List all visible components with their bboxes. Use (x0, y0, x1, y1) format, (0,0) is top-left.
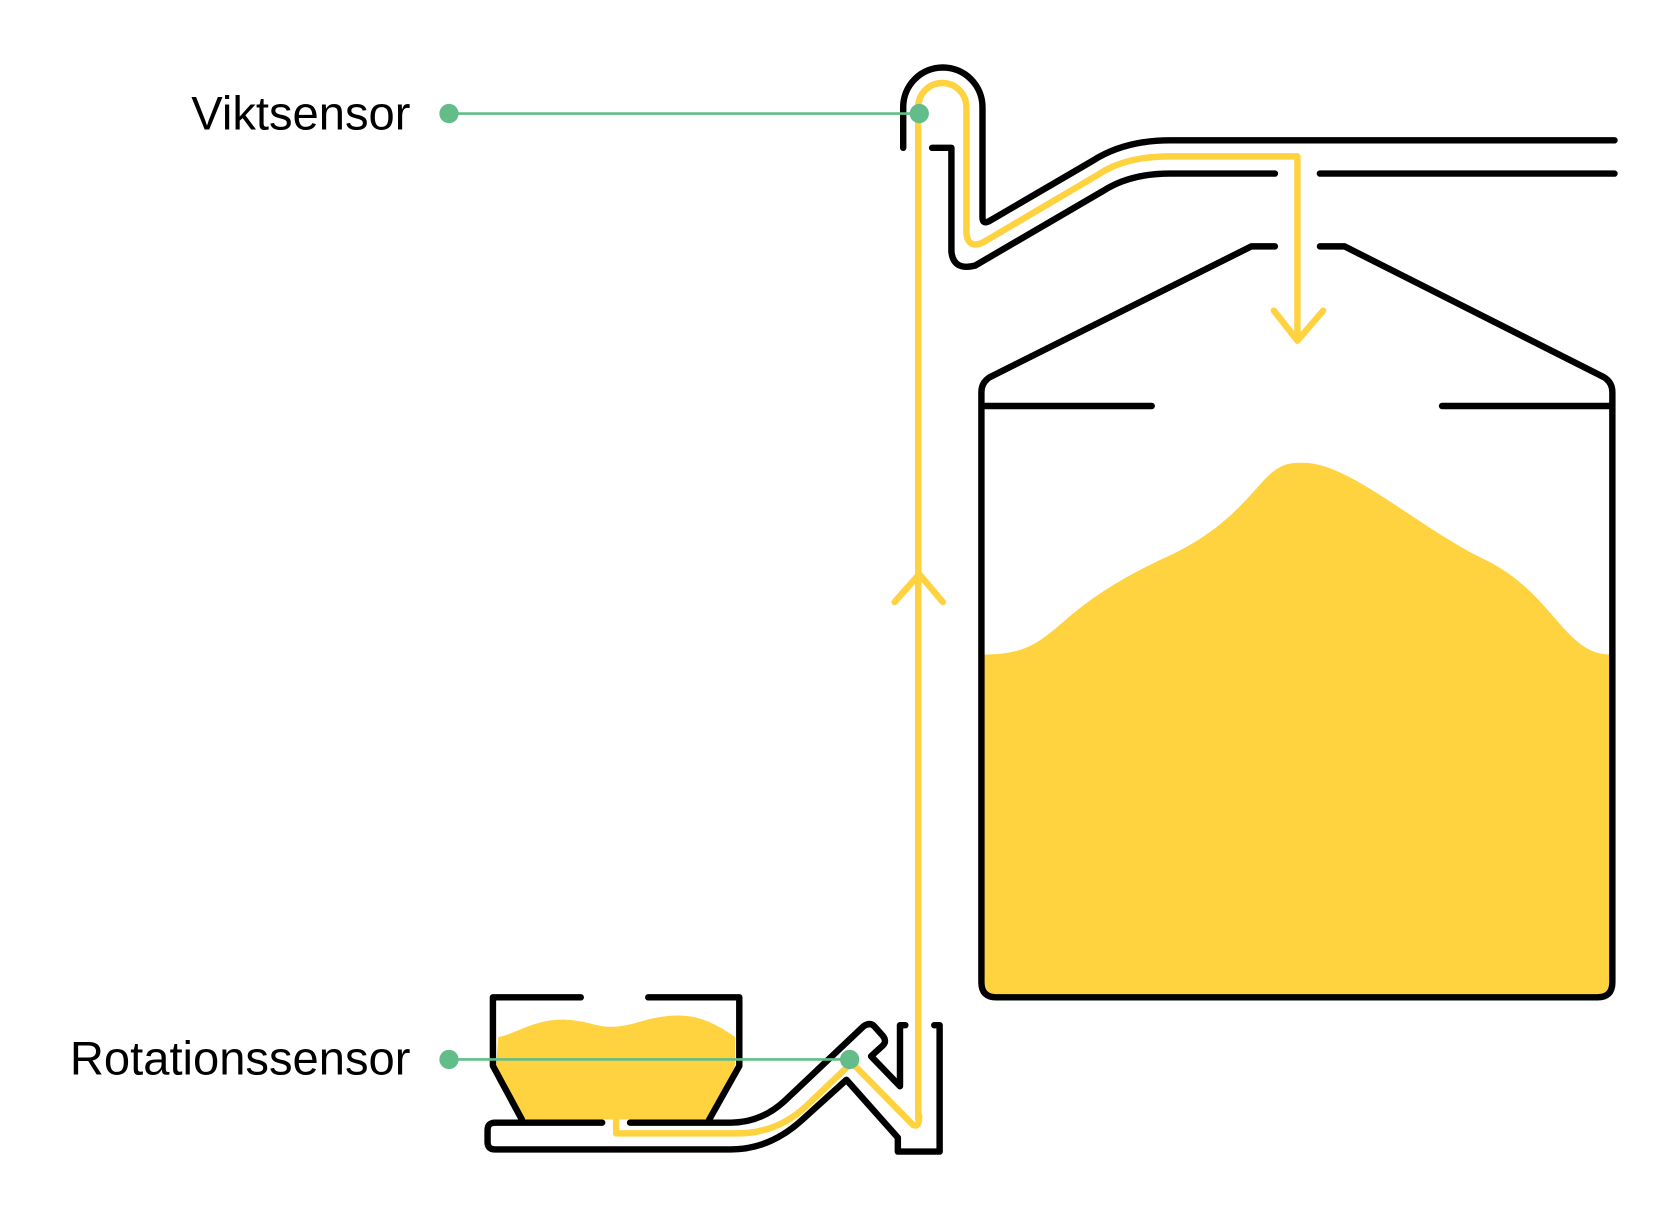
rotation-sensor-dot (840, 1049, 860, 1070)
hopper-grain (496, 1015, 736, 1120)
weight-sensor-dot (909, 103, 929, 124)
rotation-sensor-label: Rotationssensor (70, 1031, 411, 1084)
weight-sensor-label-dot (439, 103, 459, 124)
rotation-sensor: Rotationssensor (70, 1031, 860, 1084)
top-duct (899, 64, 1618, 271)
grain-flow-path (914, 79, 1301, 1123)
bottom-conveyor (484, 1020, 943, 1155)
rotation-sensor-label-dot (439, 1049, 459, 1070)
hopper (489, 994, 743, 1123)
weight-sensor-label: Viktsensor (191, 87, 410, 140)
down-arrow-icon (1270, 307, 1327, 344)
silo-grain (983, 462, 1611, 996)
weight-sensor: Viktsensor (191, 87, 929, 140)
silo (978, 243, 1616, 1001)
up-arrow-icon (891, 570, 947, 606)
